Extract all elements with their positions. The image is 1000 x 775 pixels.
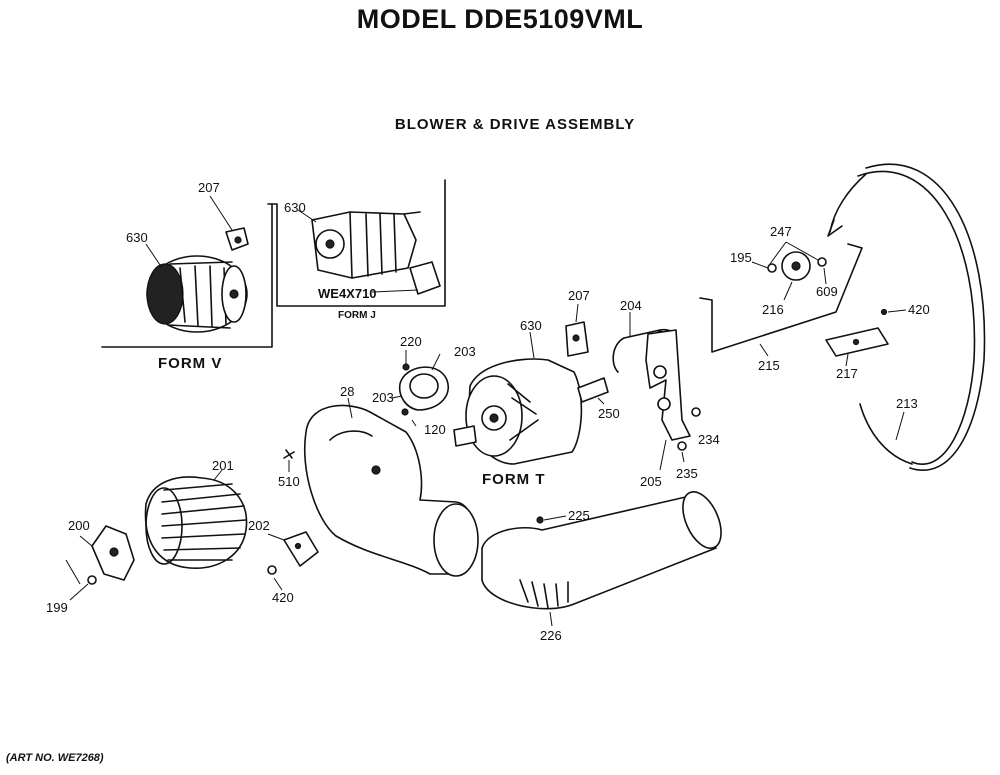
idler-pulley-part	[751, 241, 827, 301]
callout-220: 220	[400, 334, 422, 349]
callout-207: 207	[198, 180, 220, 195]
callout-215: 215	[758, 358, 780, 373]
idler-bracket-part	[612, 312, 691, 471]
centrifugal-switch-part	[565, 303, 589, 357]
callout-217: 217	[836, 366, 858, 381]
callout-213: 213	[896, 396, 918, 411]
part-number-we4x710: WE4X710	[318, 286, 377, 301]
callout-203: 203	[372, 390, 394, 405]
callout-630: 630	[520, 318, 542, 333]
blower-housing-part	[304, 397, 479, 577]
callout-420: 420	[908, 302, 930, 317]
form-j-label: FORM J	[338, 310, 376, 321]
nut-235-part	[677, 441, 687, 463]
clip-510-part	[283, 449, 295, 472]
callout-200: 200	[68, 518, 90, 533]
exhaust-duct-part	[481, 491, 722, 627]
idler-arm-part	[699, 243, 863, 357]
callout-630: 630	[126, 230, 148, 245]
callout-420: 420	[272, 590, 294, 605]
support-bracket-part	[267, 531, 319, 591]
assembly-title: BLOWER & DRIVE ASSEMBLY	[394, 116, 636, 133]
screw-234-part	[691, 407, 701, 417]
callout-199: 199	[46, 600, 68, 615]
callout-235: 235	[676, 466, 698, 481]
callout-250: 250	[598, 406, 620, 421]
callout-247: 247	[770, 224, 792, 239]
callout-202: 202	[248, 518, 270, 533]
callout-203: 203	[454, 344, 476, 359]
callout-204: 204	[620, 298, 642, 313]
cover-plate-part	[391, 350, 449, 427]
form-j-frame	[267, 179, 446, 307]
form-t-label: FORM T	[482, 471, 546, 488]
callout-28: 28	[340, 384, 354, 399]
form-j-bracket-part	[371, 261, 441, 295]
callout-510: 510	[278, 474, 300, 489]
callout-201: 201	[212, 458, 234, 473]
form-v-label: FORM V	[158, 355, 222, 372]
form-j-motor-part	[311, 211, 421, 279]
callout-195: 195	[730, 250, 752, 265]
blower-wheel-part	[144, 469, 248, 569]
callout-205: 205	[640, 474, 662, 489]
drive-belt-part	[827, 163, 986, 471]
callout-120: 120	[424, 422, 446, 437]
callout-216: 216	[762, 302, 784, 317]
art-number: (ART NO. WE7268)	[6, 752, 104, 764]
form-t-motor-part	[453, 331, 609, 465]
callout-234: 234	[698, 432, 720, 447]
bearing-mount-part	[65, 525, 135, 601]
callout-630: 630	[284, 200, 306, 215]
callout-207: 207	[568, 288, 590, 303]
callout-609: 609	[816, 284, 838, 299]
form-v-motor-part	[146, 255, 248, 333]
model-title: MODEL DDE5109VML	[356, 4, 644, 34]
mounting-pad-part	[825, 308, 907, 367]
callout-225: 225	[568, 508, 590, 523]
callout-226: 226	[540, 628, 562, 643]
form-v-switch-part	[225, 227, 249, 251]
form-v-frame	[101, 203, 273, 348]
